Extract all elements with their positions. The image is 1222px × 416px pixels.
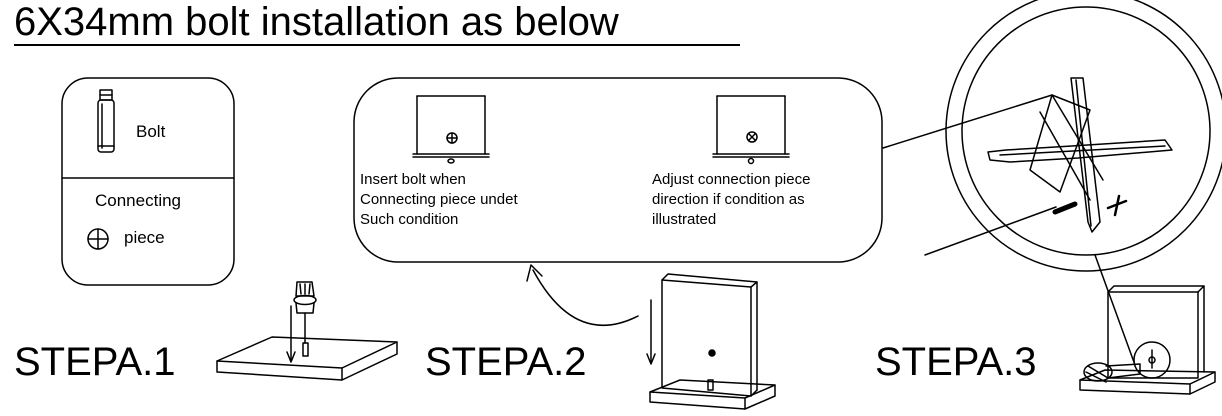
step1-down-arrow xyxy=(286,305,296,363)
callout-right-line1: Adjust connection piece xyxy=(652,171,811,188)
step-label-2: STEPA.2 xyxy=(425,340,587,384)
zoom-plus-sign xyxy=(1106,194,1128,217)
step1-board xyxy=(216,336,398,381)
connecting-label-line1: Connecting xyxy=(95,191,182,210)
step1-bolt xyxy=(302,342,309,357)
callout-left-line3: Such condition xyxy=(360,211,459,228)
zoom-leader-lines xyxy=(882,94,1136,366)
bolt-label: Bolt xyxy=(136,122,166,141)
zoom-cross-slot xyxy=(987,77,1173,233)
connecting-label-line2: piece xyxy=(124,228,165,247)
step-label-1: STEPA.1 xyxy=(14,340,176,384)
callout-right-line3: illustrated xyxy=(652,211,717,228)
step-label-3: STEPA.3 xyxy=(875,340,1037,384)
step3-panel xyxy=(1107,285,1205,379)
callout-left-line2: Connecting piece undet xyxy=(360,191,518,208)
step3-magnifier xyxy=(1133,341,1171,379)
legend-box xyxy=(61,77,235,286)
callout-box xyxy=(353,77,883,263)
callout-left-line1: Insert bolt when xyxy=(360,171,466,188)
callout-right-line2: direction if condition as xyxy=(652,191,805,208)
bolt-icon xyxy=(97,89,115,153)
page-title: 6X34mm bolt installation as below xyxy=(14,0,619,44)
step2-down-arrow xyxy=(646,299,656,365)
circle-plus-icon xyxy=(87,228,109,250)
step3-screwdriver-icon xyxy=(1083,362,1141,383)
step2-panel xyxy=(661,273,758,397)
step2-board xyxy=(649,379,776,410)
zoom-minus-sign xyxy=(1052,201,1078,215)
title-underline xyxy=(14,44,740,46)
step3-board xyxy=(1079,369,1216,395)
curved-arrow-icon xyxy=(526,264,639,327)
screwdriver-icon xyxy=(293,281,317,344)
zoom-circle xyxy=(945,0,1222,272)
